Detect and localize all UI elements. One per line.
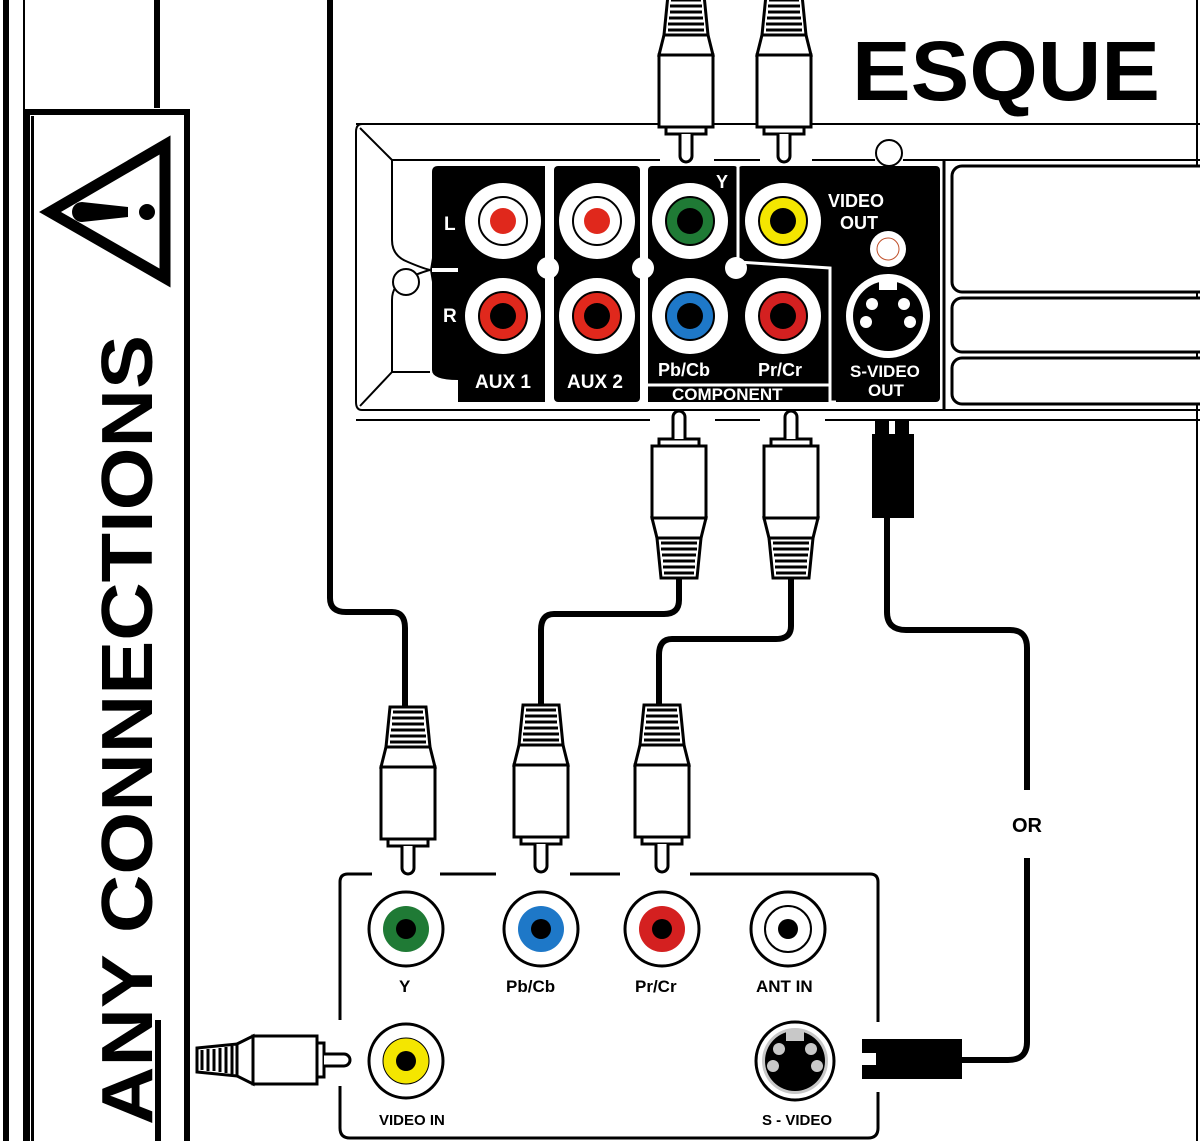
component-pb-label: Pb/Cb [658,360,710,380]
svideo-out-jack[interactable] [846,274,930,358]
tv-svideo-label: S - VIDEO [762,1112,832,1129]
aux2-left-jack[interactable] [559,183,635,259]
aux1-left-jack[interactable] [465,183,541,259]
pr-source-plug [762,409,820,580]
aux2-label: AUX 2 [567,372,623,393]
tv-svideo-jack[interactable] [754,1020,836,1102]
y-tv-plug [379,705,437,876]
cable-y [327,0,408,708]
or-label: OR [1012,815,1043,837]
top-plug-1 [657,0,715,164]
source-device [355,123,1200,421]
svideo-source-plug [872,420,914,518]
tv-video-in-jack[interactable] [367,1022,445,1100]
pb-tv-plug [512,703,570,874]
cable-pb [538,578,682,708]
video-in-plug [195,1033,352,1087]
video-out-label-line2: OUT [840,213,878,233]
side-banner-text: ANY CONNECTIONS [88,335,168,1125]
tv-pb-jack[interactable] [502,890,580,968]
svideo-out-label-line2: OUT [868,381,905,400]
tv-video-in-label: VIDEO IN [379,1112,445,1129]
video-out-label-line1: VIDEO [828,191,884,211]
component-pb-out-jack[interactable] [652,278,728,354]
cable-svideo-lower [960,858,1030,1063]
tv-y-label: Y [399,977,411,996]
page-title: ESQUE [852,24,1160,118]
aux2-right-jack[interactable] [559,278,635,354]
video-out-jack[interactable] [745,183,821,259]
top-plug-2 [755,0,813,164]
pb-source-plug [650,409,708,580]
svideo-out-small-jack [870,231,906,267]
aux-left-label: L [444,214,456,235]
cable-svideo [884,518,1030,790]
warning-triangle-icon [39,135,171,288]
component-pr-out-jack[interactable] [745,278,821,354]
tv-panel [155,872,880,1141]
component-y-out-jack[interactable] [652,183,728,259]
tv-ant-in-label: ANT IN [756,977,813,996]
component-label: COMPONENT [672,385,783,404]
tv-pb-label: Pb/Cb [506,977,555,996]
tv-pr-jack[interactable] [623,890,701,968]
aux-right-label: R [443,306,457,327]
aux1-right-jack[interactable] [465,278,541,354]
cable-pr [656,578,794,708]
tv-ant-in-jack[interactable] [749,890,827,968]
side-banner [24,109,190,1141]
component-y-label: Y [716,172,728,192]
component-pr-label: Pr/Cr [758,360,802,380]
svideo-tv-plug [862,1039,962,1079]
tv-y-jack[interactable] [367,890,445,968]
svideo-out-label-line1: S-VIDEO [850,362,920,381]
pr-tv-plug [633,703,691,874]
tv-pr-label: Pr/Cr [635,977,677,996]
aux1-label: AUX 1 [475,372,531,393]
